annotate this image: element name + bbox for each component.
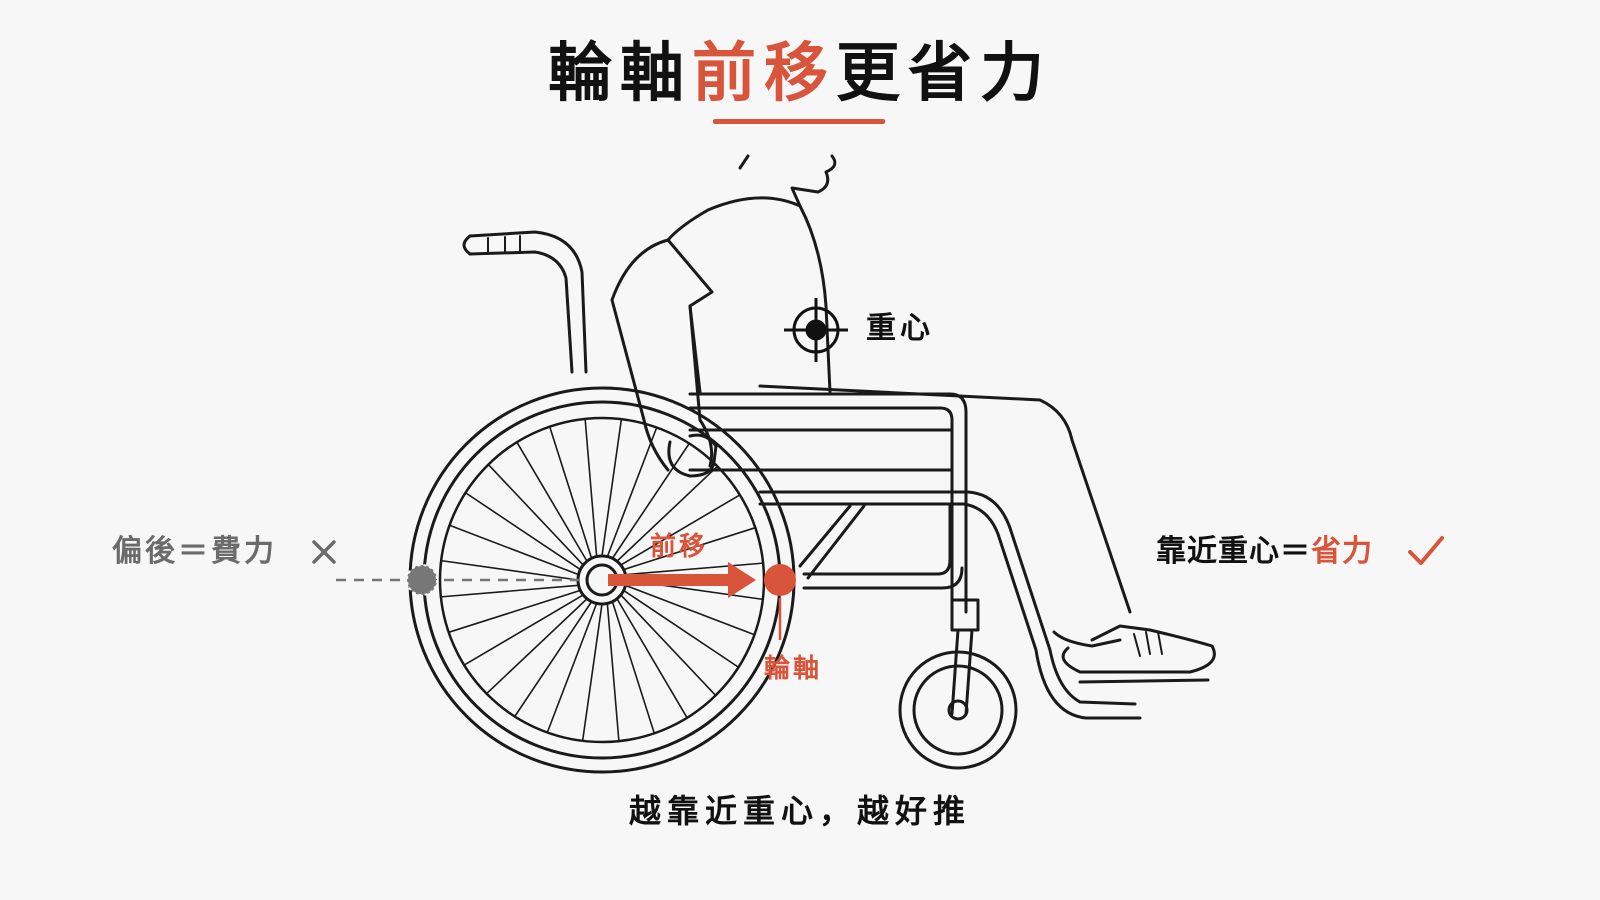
crosshair-icon xyxy=(784,298,848,362)
wheel-spoke xyxy=(463,594,585,666)
caster-wheel xyxy=(898,650,1018,770)
title-part-1: 輪軸 xyxy=(548,37,692,111)
person-figure xyxy=(610,154,1216,684)
check-icon xyxy=(1408,536,1444,565)
title-highlight: 前移 xyxy=(692,37,836,111)
wheel-spoke xyxy=(616,597,688,719)
wheel-spoke xyxy=(584,418,598,558)
cross-icon xyxy=(312,540,336,564)
wheel-spoke xyxy=(485,597,588,695)
title-part-2: 更省力 xyxy=(836,37,1052,111)
wheel-spoke xyxy=(624,584,756,636)
wheel-spoke xyxy=(448,524,580,576)
wheel-spoke xyxy=(548,425,593,560)
wheel-spoke xyxy=(619,594,717,697)
wheel-spoke xyxy=(487,463,585,566)
wheel-spoke xyxy=(611,442,691,560)
move-forward-label: 前移 xyxy=(650,532,709,562)
wheel-spoke xyxy=(611,600,656,735)
wheel-spoke xyxy=(447,589,582,634)
wheel-spoke xyxy=(619,494,741,566)
wheelchair-frame xyxy=(688,392,1142,720)
wheel-spoke xyxy=(581,603,603,742)
wheel-spoke xyxy=(513,600,593,718)
forward-axle-marker xyxy=(764,564,796,596)
wheel-spoke xyxy=(440,584,580,598)
wheel-spoke xyxy=(606,426,658,558)
wheel-spoke xyxy=(546,602,598,734)
caption: 越靠近重心，越好推 xyxy=(628,792,971,830)
wheel-spoke xyxy=(622,589,740,669)
near-cog-prefix: 靠近重心＝ xyxy=(1156,534,1311,569)
wheel-spoke xyxy=(622,526,757,571)
wheel-spoke xyxy=(516,441,588,563)
rear-axle-marker xyxy=(406,564,438,596)
page-title: 輪軸前移更省力 xyxy=(0,22,1600,114)
axle-label: 輪軸 xyxy=(764,654,823,684)
rear-position-label: 偏後＝費力 ✕ xyxy=(112,526,277,570)
wheel-spoke xyxy=(601,418,623,557)
wheel-spoke xyxy=(440,559,579,581)
wheel-spoke xyxy=(624,562,764,576)
rear-position-text: 偏後＝費力 xyxy=(112,534,277,569)
wheel-spoke xyxy=(606,602,620,742)
arrow-right-icon xyxy=(608,562,756,598)
title-underline xyxy=(713,119,885,124)
near-cog-label: 靠近重心＝省力 ✓ xyxy=(1156,526,1373,570)
push-handle xyxy=(462,230,588,374)
center-of-gravity-label: 重心 xyxy=(866,311,934,346)
wheel-spoke xyxy=(616,465,719,563)
wheel-spoke xyxy=(464,491,582,571)
near-cog-highlight: 省力 xyxy=(1311,534,1373,569)
